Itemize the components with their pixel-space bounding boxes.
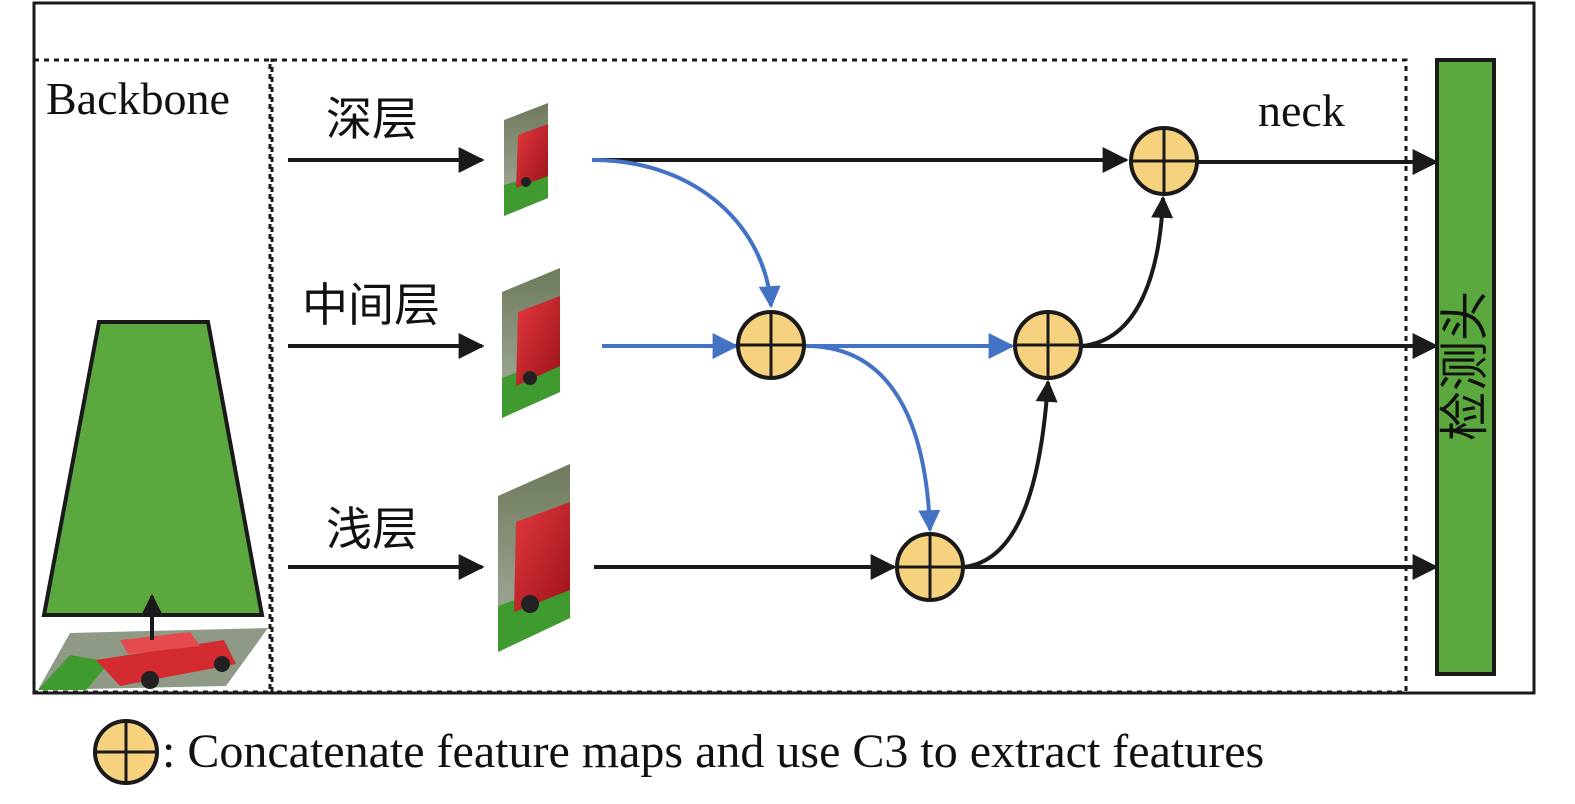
concat-node-3	[1013, 310, 1083, 380]
shallow-feature-map	[498, 464, 570, 652]
concat-node-4	[1129, 126, 1199, 196]
legend-text: : Concatenate feature maps and use C3 to…	[162, 725, 1265, 778]
neck-label: neck	[1258, 85, 1345, 136]
deep-layer-label: 深层	[326, 92, 418, 146]
deep-feature-map	[504, 103, 548, 216]
node3-to-node4-arrow	[1081, 195, 1174, 348]
legend-concat-symbol	[93, 719, 159, 785]
shallow-layer-label: 浅层	[326, 502, 418, 556]
input-image-icon	[38, 628, 268, 690]
backbone-label: Backbone	[46, 73, 230, 124]
detection-head-label: 检测头	[1436, 291, 1494, 441]
node2-to-node3-arrow	[963, 379, 1058, 569]
detection-head-bar	[1435, 58, 1496, 676]
outer-frame	[32, 1, 1536, 695]
middle-feature-map	[502, 268, 560, 418]
middle-layer-label: 中间层	[302, 278, 440, 332]
node1-to-node2-arrow	[805, 344, 941, 533]
concat-node-1	[736, 310, 806, 380]
deep-to-node1-arrow	[591, 158, 781, 309]
backbone-box	[32, 58, 272, 694]
neck-box	[270, 58, 1408, 694]
concat-node-2	[895, 532, 965, 602]
backbone-trapezoid	[41, 320, 265, 617]
